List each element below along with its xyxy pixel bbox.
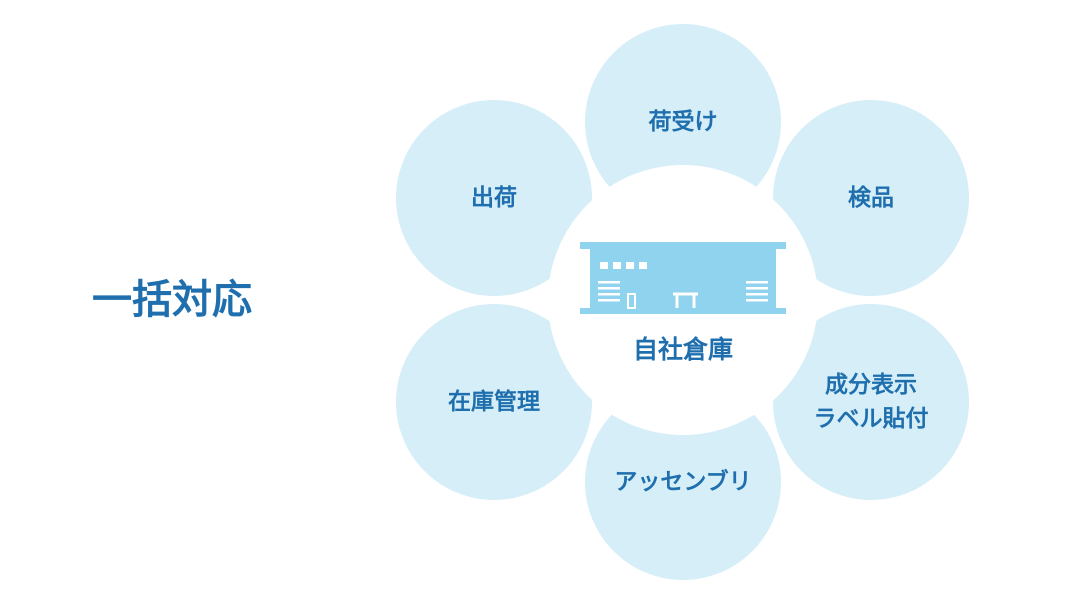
vent-line (598, 287, 620, 290)
step-label-shipping: 出荷 (396, 100, 592, 296)
step-label-line: 成分表示 (825, 372, 917, 398)
step-label-labeling: 成分表示 ラベル貼付 (773, 304, 969, 500)
step-label-line: 検品 (848, 185, 894, 211)
warehouse-roof (580, 242, 786, 249)
step-label-assembly: アッセンブリ (585, 384, 781, 580)
step-label-inventory: 在庫管理 (396, 304, 592, 500)
vent-line (598, 299, 620, 302)
warehouse-window (626, 262, 634, 269)
step-label-line: 出荷 (471, 185, 517, 211)
step-label-line: アッセンブリ (614, 469, 752, 495)
warehouse-window (600, 262, 608, 269)
warehouse-base (580, 308, 786, 314)
vent-line (746, 281, 768, 284)
warehouse-door (627, 293, 636, 309)
warehouse-icon (580, 242, 786, 314)
vent-line (746, 287, 768, 290)
vent-line (598, 293, 620, 296)
step-label-line: 在庫管理 (448, 389, 540, 415)
service-heading: 一括対応 (92, 277, 252, 323)
vent-line (746, 293, 768, 296)
step-label-inspection: 検品 (773, 100, 969, 296)
warehouse-window (613, 262, 621, 269)
warehouse-wall (590, 249, 776, 308)
step-label-line: ラベル貼付 (813, 406, 929, 432)
loading-table (673, 292, 698, 308)
vent-line (598, 281, 620, 284)
center-label: 自社倉庫 (632, 335, 733, 364)
step-label-line: 荷受け (648, 109, 718, 135)
vent-line (746, 299, 768, 302)
warehouse-window (639, 262, 647, 269)
step-label-receiving: 荷受け (585, 24, 781, 220)
